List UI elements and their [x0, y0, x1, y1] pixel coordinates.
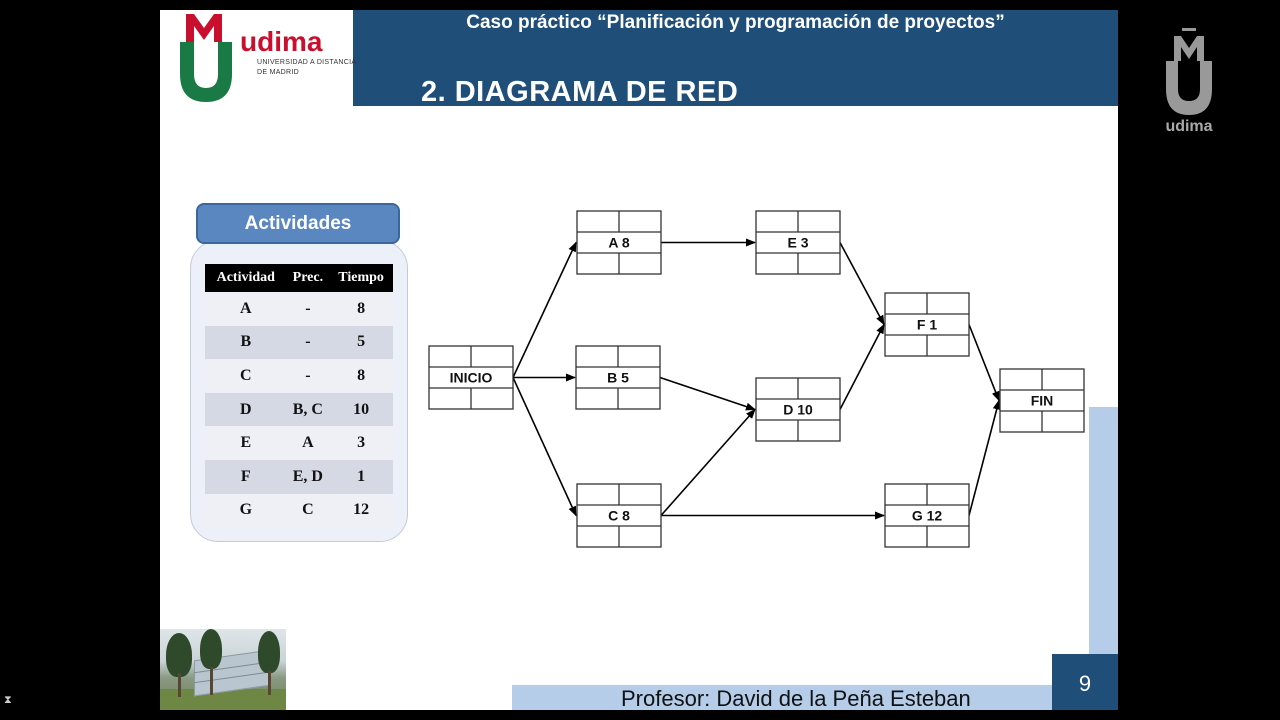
- cell-prec: C: [286, 493, 330, 528]
- table-row: B-5: [205, 325, 393, 360]
- header-band: [353, 10, 1118, 106]
- node-label: A 8: [608, 235, 629, 251]
- cell-time: 12: [329, 493, 393, 528]
- col-header-activity: Actividad: [205, 264, 287, 292]
- activities-title: Actividades: [196, 203, 400, 244]
- network-node-e: E 3: [755, 210, 841, 275]
- network-node-g: G 12: [884, 483, 970, 548]
- edge-b-d: [659, 376, 756, 411]
- campus-photo: [160, 629, 286, 710]
- network-node-b: B 5: [575, 345, 661, 410]
- col-header-prec: Prec.: [286, 264, 330, 292]
- footer-bar: [512, 685, 1052, 710]
- cell-time: 3: [329, 426, 393, 460]
- node-label: G 12: [912, 508, 943, 524]
- edge-d-f: [839, 323, 885, 410]
- section-title: 2. DIAGRAMA DE RED: [421, 76, 739, 108]
- cell-time: 5: [329, 325, 393, 360]
- udima-mark-icon: [180, 14, 232, 102]
- cell-prec: -: [286, 325, 330, 360]
- cell-activity: A: [205, 292, 287, 326]
- edge-inicio-c: [512, 377, 577, 517]
- edge-g-fin: [968, 399, 1001, 516]
- network-node-fin: FIN: [999, 368, 1085, 433]
- cell-activity: E: [205, 426, 287, 460]
- node-label: E 3: [787, 235, 808, 251]
- udima-logo: udima UNIVERSIDAD A DISTANCIA DE MADRID: [176, 12, 356, 106]
- cell-time: 8: [329, 292, 393, 326]
- cell-activity: G: [205, 493, 287, 528]
- logo-subtitle: UNIVERSIDAD A DISTANCIA DE MADRID: [257, 59, 356, 76]
- network-node-a: A 8: [576, 210, 662, 275]
- table-row: A-8: [205, 292, 393, 326]
- node-label: INICIO: [450, 370, 493, 386]
- slide: Caso práctico “Planificación y programac…: [160, 10, 1118, 710]
- edge-inicio-a: [512, 241, 577, 378]
- node-label: B 5: [607, 370, 629, 386]
- cell-prec: A: [286, 426, 330, 460]
- cursor-icon: ⧗: [4, 694, 12, 706]
- network-node-d: D 10: [755, 377, 841, 442]
- col-header-time: Tiempo: [329, 264, 393, 292]
- cell-activity: D: [205, 392, 287, 427]
- cell-activity: B: [205, 325, 287, 360]
- network-diagram: INICIO A 8 B 5 C 8 D 10 E 3 F 1 G 12 FIN: [428, 210, 1085, 548]
- cell-prec: -: [286, 292, 330, 326]
- node-label: FIN: [1031, 393, 1054, 409]
- table-row: C-8: [205, 359, 393, 393]
- edge-f-fin: [968, 324, 1000, 402]
- cell-time: 10: [329, 392, 393, 427]
- node-label: C 8: [608, 508, 630, 524]
- udima-mark-gray-icon: [1166, 28, 1212, 115]
- slide-top-title: Caso práctico “Planificación y programac…: [466, 12, 1005, 33]
- udima-external-name: udima: [1165, 118, 1213, 135]
- edge-c-d: [660, 408, 756, 517]
- network-node-inicio: INICIO: [428, 345, 514, 410]
- edge-e-f: [839, 242, 885, 326]
- cell-prec: B, C: [286, 392, 330, 427]
- udima-external-logo: [1160, 27, 1218, 139]
- cell-prec: -: [286, 359, 330, 393]
- cell-time: 1: [329, 459, 393, 494]
- network-node-f: F 1: [884, 292, 970, 357]
- logo-name: udima: [240, 26, 323, 57]
- cell-time: 8: [329, 359, 393, 393]
- network-node-c: C 8: [576, 483, 662, 548]
- footer-professor: Profesor: David de la Peña Esteban: [621, 686, 971, 710]
- cell-activity: C: [205, 359, 287, 393]
- page-number: 9: [1052, 654, 1118, 710]
- cell-activity: F: [205, 459, 287, 494]
- cell-prec: E, D: [286, 459, 330, 494]
- node-label: D 10: [783, 402, 813, 418]
- node-label: F 1: [917, 317, 937, 333]
